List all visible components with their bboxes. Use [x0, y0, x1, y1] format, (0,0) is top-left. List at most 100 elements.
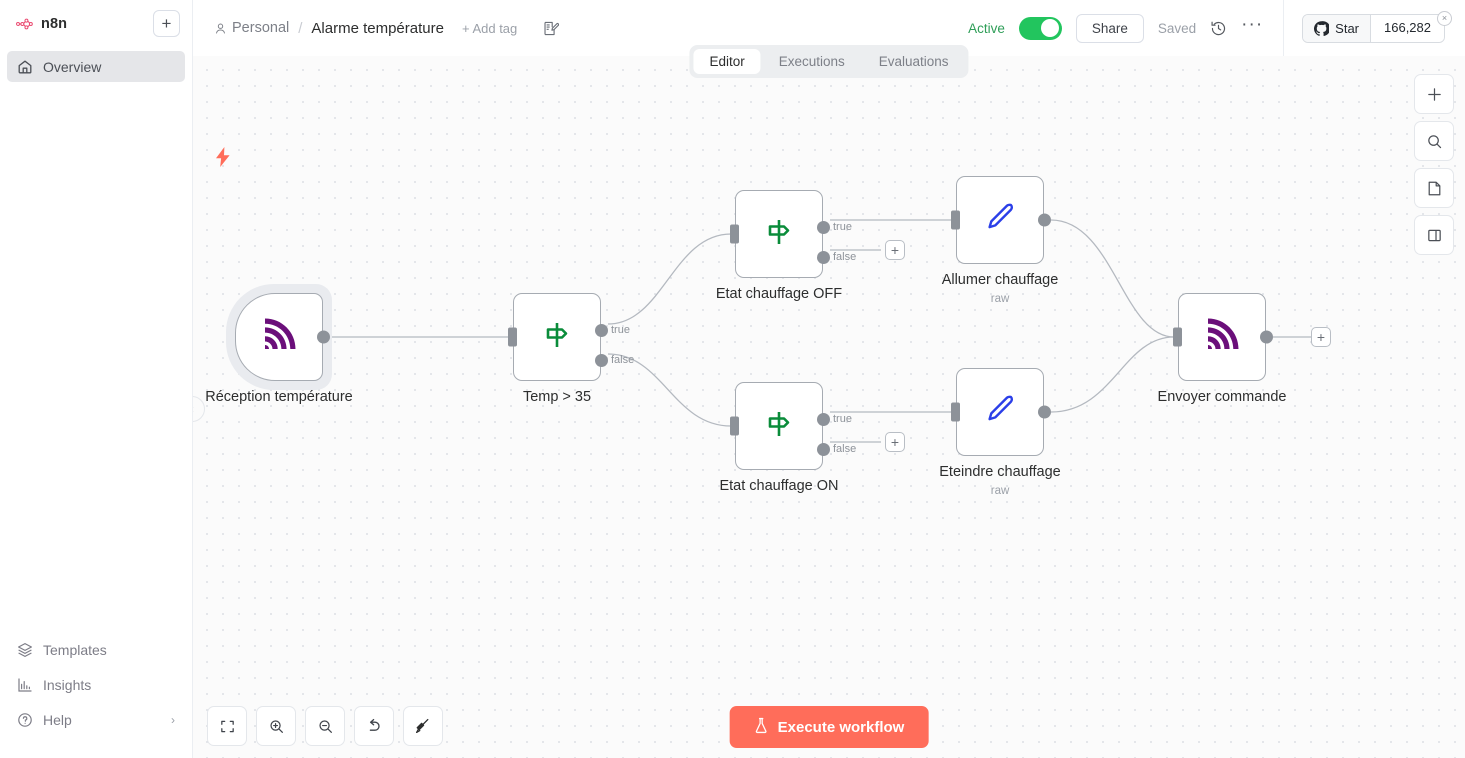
breadcrumb-project[interactable]: Personal	[213, 20, 289, 37]
sidebar-header: n8n +	[0, 0, 192, 37]
add-node-stub-envoyer[interactable]: +	[1311, 327, 1331, 347]
reset-zoom-button[interactable]	[354, 706, 394, 746]
output-port-false[interactable]	[594, 354, 608, 367]
github-icon	[1314, 20, 1330, 37]
sidebar-footer: Templates Insights Help	[0, 634, 192, 758]
canvas-right-toolbar	[1414, 74, 1454, 255]
flask-icon	[754, 717, 769, 738]
input-port[interactable]	[1173, 327, 1182, 347]
node-body[interactable]: true false	[730, 382, 856, 470]
edit-note-icon[interactable]	[542, 20, 560, 37]
node-reception-temperature[interactable]: Réception température	[205, 284, 353, 405]
output-label-false: false	[611, 354, 635, 366]
output-port-true[interactable]	[816, 413, 830, 426]
sidebar-item-help[interactable]: Help ›	[7, 704, 185, 736]
workflow-canvas[interactable]: ‹	[193, 56, 1465, 758]
zoom-out-button[interactable]	[305, 706, 345, 746]
more-options-button[interactable]: ···	[1241, 14, 1264, 36]
output-port[interactable]	[316, 330, 330, 344]
sidebar-item-insights-label: Insights	[43, 677, 92, 693]
mqtt-signal-icon	[1202, 315, 1242, 360]
input-port[interactable]	[508, 327, 517, 347]
zoom-in-button[interactable]	[256, 706, 296, 746]
create-workflow-button[interactable]: +	[153, 10, 180, 37]
collapse-sidebar-handle[interactable]: ‹	[193, 396, 205, 422]
node-envoyer-commande[interactable]: Envoyer commande	[1158, 293, 1286, 405]
main-area: Personal / Alarme température + Add tag …	[193, 0, 1465, 758]
brand: n8n	[12, 15, 67, 32]
tab-evaluations[interactable]: Evaluations	[878, 54, 949, 69]
node-eteindre-chauffage[interactable]: Eteindre chauffage raw	[939, 368, 1061, 497]
toggle-panel-button[interactable]	[1414, 215, 1454, 255]
tab-editor[interactable]: Editor	[693, 49, 761, 74]
add-node-stub-on-false[interactable]: +	[885, 432, 905, 452]
breadcrumb-project-label: Personal	[232, 20, 290, 36]
switch-signpost-icon	[759, 212, 799, 257]
add-node-button[interactable]	[1414, 74, 1454, 114]
sidebar-item-insights[interactable]: Insights	[7, 669, 185, 701]
node-label: Envoyer commande	[1157, 389, 1287, 405]
insights-icon	[16, 677, 33, 694]
node-body[interactable]	[1173, 293, 1273, 381]
node-label: Etat chauffage ON	[719, 478, 839, 494]
node-etat-chauffage-off[interactable]: true false Etat chauffage OFF	[716, 190, 856, 302]
node-label: Etat chauffage OFF	[715, 286, 843, 302]
close-icon[interactable]: ×	[1437, 10, 1452, 26]
workflow-active-toggle[interactable]	[1018, 16, 1062, 40]
node-body[interactable]	[235, 293, 330, 381]
node-allumer-chauffage[interactable]: Allumer chauffage raw	[942, 176, 1058, 305]
sidebar: n8n + Overview	[0, 0, 193, 758]
output-port[interactable]	[1037, 405, 1051, 419]
tab-executions[interactable]: Executions	[778, 54, 845, 69]
node-label: Temp > 35	[522, 389, 592, 405]
add-node-stub-off-false[interactable]: +	[885, 240, 905, 260]
output-label-true: true	[833, 413, 852, 425]
output-label-true: true	[611, 324, 630, 336]
add-sticky-button[interactable]	[1414, 168, 1454, 208]
node-body[interactable]: true false	[730, 190, 856, 278]
header-actions: Active Share Saved ···	[968, 0, 1452, 56]
node-label: Réception température	[205, 389, 353, 405]
input-port[interactable]	[730, 224, 739, 244]
output-port[interactable]	[1259, 330, 1273, 344]
tidy-up-button[interactable]	[403, 706, 443, 746]
node-label: Allumer chauffage	[941, 272, 1059, 288]
add-tag-button[interactable]: + Add tag	[461, 20, 518, 36]
github-star-count: 166,282	[1370, 14, 1444, 42]
input-port[interactable]	[951, 402, 960, 422]
person-icon	[213, 20, 227, 37]
github-star-button[interactable]: Star 166,282	[1302, 13, 1445, 43]
templates-icon	[16, 642, 33, 659]
output-port-true[interactable]	[816, 221, 830, 234]
n8n-logo-icon	[16, 15, 33, 32]
execute-workflow-button[interactable]: Execute workflow	[729, 706, 929, 748]
sidebar-item-overview[interactable]: Overview	[7, 51, 185, 82]
node-subtitle: raw	[990, 293, 1010, 305]
output-port-true[interactable]	[594, 324, 608, 337]
node-body[interactable]	[951, 176, 1051, 264]
history-icon[interactable]	[1210, 20, 1227, 37]
output-port[interactable]	[1037, 213, 1051, 227]
output-label-true: true	[833, 221, 852, 233]
execute-workflow-label: Execute workflow	[777, 718, 905, 736]
sidebar-nav: Overview	[0, 51, 192, 82]
input-port[interactable]	[730, 416, 739, 436]
node-body[interactable]: true false	[508, 293, 634, 381]
fit-view-button[interactable]	[207, 706, 247, 746]
breadcrumb: Personal / Alarme température + Add tag	[213, 19, 560, 37]
share-button[interactable]: Share	[1075, 13, 1144, 43]
node-label: Eteindre chauffage	[939, 464, 1061, 480]
search-nodes-button[interactable]	[1414, 121, 1454, 161]
sidebar-item-templates[interactable]: Templates	[7, 634, 185, 666]
page-title[interactable]: Alarme température	[311, 19, 444, 37]
node-temp-35[interactable]: true false Temp > 35	[508, 293, 634, 405]
output-port-false[interactable]	[816, 251, 830, 264]
github-star-widget: Star 166,282 ×	[1302, 10, 1452, 43]
node-etat-chauffage-on[interactable]: true false Etat chauffage ON	[719, 382, 856, 494]
output-port-false[interactable]	[816, 443, 830, 456]
output-label-false: false	[833, 443, 857, 455]
sidebar-item-help-label: Help	[43, 712, 72, 728]
input-port[interactable]	[951, 210, 960, 230]
node-body[interactable]	[951, 368, 1051, 456]
output-label-false: false	[833, 251, 857, 263]
